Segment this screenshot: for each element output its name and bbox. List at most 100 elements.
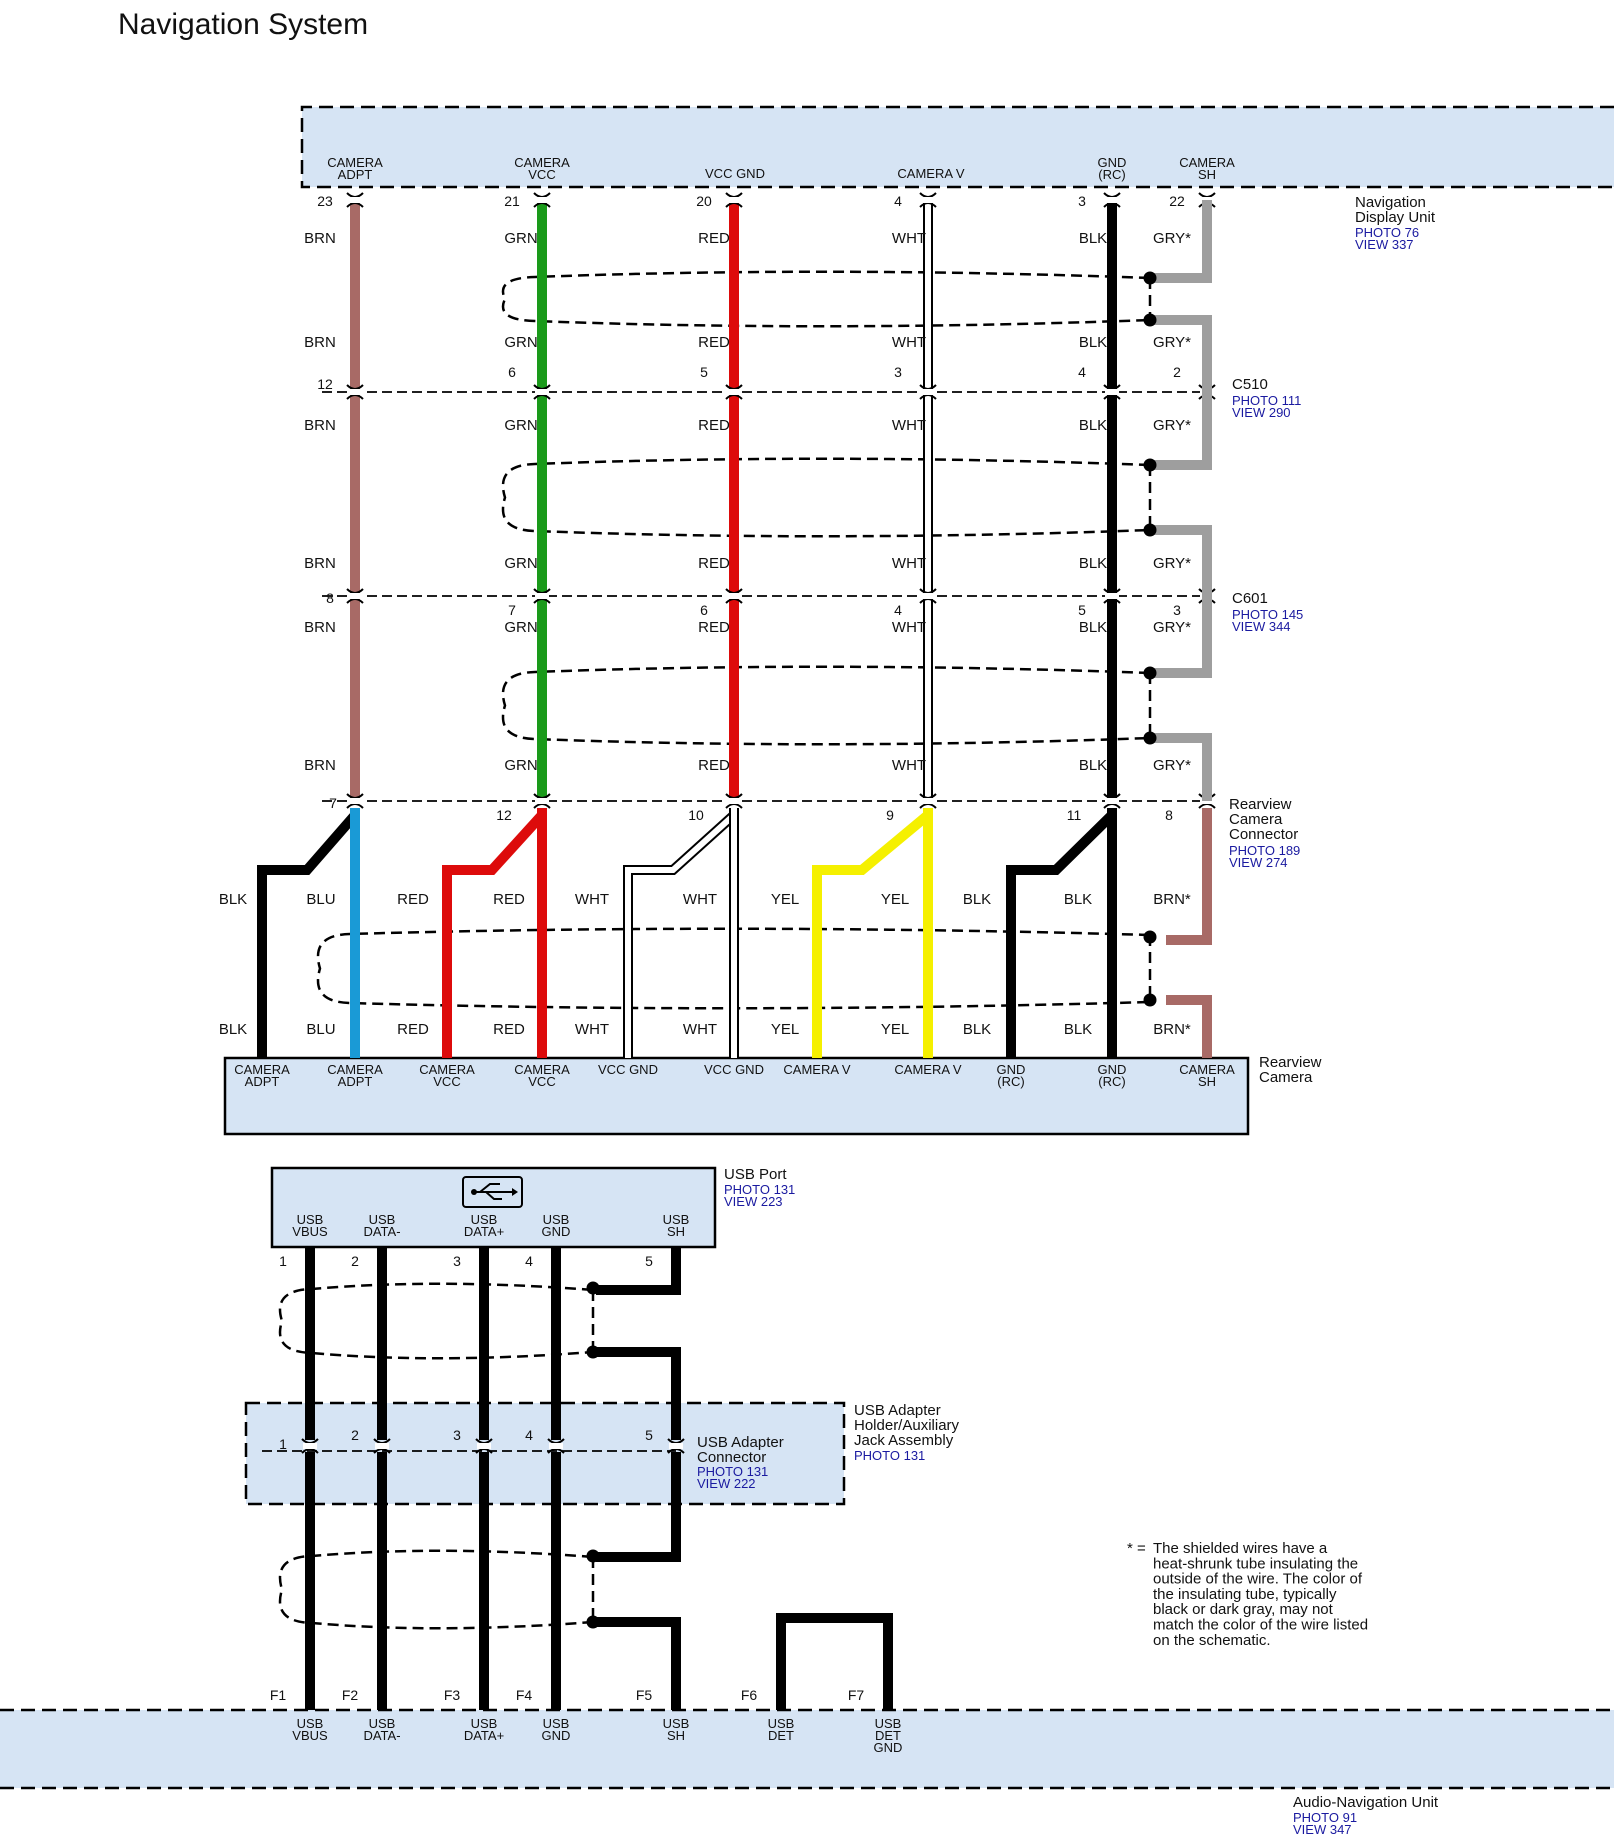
nav-pin-label: GND: [1098, 155, 1127, 170]
wire-color-label: YEL: [771, 1021, 799, 1038]
wire-color-label: GRY*: [1153, 334, 1191, 351]
c510-name: C510: [1232, 376, 1268, 393]
wire-color-label: BLK: [1079, 417, 1107, 434]
wire-branch-blk: [1006, 811, 1116, 1058]
footnote-mark: * =: [1127, 1540, 1146, 1557]
c510-pin-number: 4: [1078, 364, 1086, 380]
wire-color-label: BLK: [963, 891, 991, 908]
usb-adapter-terminal-gap: [549, 1443, 563, 1449]
wire-color-label: GRY*: [1153, 555, 1191, 572]
wire-color-label: BRN: [304, 230, 336, 247]
usb-shield-loop: [278, 1549, 594, 1630]
wire-color-label: GRN: [504, 334, 537, 351]
usb-adapter-pin-number: 3: [453, 1427, 461, 1443]
wire-color-label: BLU: [306, 1021, 335, 1038]
connector-terminal: [919, 803, 937, 809]
usb-port-pin-label: USB: [543, 1212, 570, 1227]
nav-pin-label: SH: [1198, 167, 1216, 182]
connector-terminal-gap: [921, 389, 935, 395]
rear-camera-pin-label: CAMERA: [419, 1062, 475, 1077]
wire-color-label: GRN: [504, 555, 537, 572]
connector-terminal: [725, 803, 743, 809]
audio-nav-pin-number: F3: [444, 1687, 461, 1703]
usb-adapter-terminal-gap: [477, 1443, 491, 1449]
nav-pin-label: CAMERA: [1179, 155, 1235, 170]
connector-terminal-gap: [535, 389, 549, 395]
rear-conn-pin-number: 9: [886, 807, 894, 823]
rear-camera-pin-label: CAMERA: [1179, 1062, 1235, 1077]
rear-conn-view-ref: VIEW 274: [1229, 855, 1288, 870]
rear-conn-photo-ref: PHOTO 189: [1229, 843, 1300, 858]
usb-port-pin-label: VBUS: [292, 1224, 328, 1239]
wire-color-label: RED: [698, 757, 730, 774]
rear-camera-pin-label: VCC: [528, 1074, 555, 1089]
wire-color-label: GRN: [504, 417, 537, 434]
audio-nav-pin-label: SH: [667, 1728, 685, 1743]
wire-color-label: BRN*: [1153, 891, 1191, 908]
audio-nav-pin-label: DET: [875, 1728, 901, 1743]
rear-camera-pin-label: ADPT: [338, 1074, 373, 1089]
usb-port-pin-label: USB: [297, 1212, 324, 1227]
wire-color-label: RED: [493, 891, 525, 908]
wire-color-label: BRN: [304, 757, 336, 774]
wire-usb-sh: [596, 1347, 681, 1440]
usb-port-pin-number: 2: [351, 1253, 359, 1269]
usb-adapter-connector-name: Connector: [697, 1449, 766, 1466]
usb-holder-name: Holder/Auxiliary: [854, 1417, 960, 1434]
wire-color-label: WHT: [892, 230, 926, 247]
wire-gry: [1153, 315, 1212, 392]
wire-color-label: RED: [698, 334, 730, 351]
wire-usb-sh: [596, 1452, 681, 1562]
audio-nav-pin-label: DATA-: [363, 1728, 400, 1743]
audio-navigation-unit-box: [0, 1710, 1614, 1788]
splice-dot: [1143, 930, 1157, 944]
wire-branch-blk: [257, 811, 359, 1058]
wire-color-label: GRY*: [1153, 230, 1191, 247]
shield-loop-rear: [316, 927, 1151, 1010]
rear-camera-pin-label: VCC GND: [704, 1062, 764, 1077]
wire-gry: [1153, 525, 1212, 596]
nav-pin-label: VCC: [528, 167, 555, 182]
wires: [257, 192, 1216, 1710]
usb-adapter-pin-number: 4: [525, 1427, 533, 1443]
usb-shield-loop: [278, 1282, 594, 1360]
rear-conn-pin-number: 10: [688, 807, 704, 823]
connector-terminal-gap: [921, 197, 935, 203]
nav-pin-number: 23: [317, 193, 333, 209]
rear-camera-pin-label: ADPT: [245, 1074, 280, 1089]
wire-color-label: RED: [493, 1021, 525, 1038]
wire-color-label: GRY*: [1153, 619, 1191, 636]
audio-nav-pin-label: GND: [874, 1740, 903, 1755]
rear-camera-pin-label: CAMERA V: [783, 1062, 851, 1077]
usb-port-pin-number: 1: [279, 1253, 287, 1269]
rear-camera-pin-label: (RC): [1098, 1074, 1125, 1089]
rearview-camera-connector-name: Camera: [1229, 811, 1283, 828]
c601-view-ref: VIEW 344: [1232, 619, 1291, 634]
nav-pin-number: 20: [696, 193, 712, 209]
wire-color-label: BLK: [963, 1021, 991, 1038]
nav-pin-number: 3: [1078, 193, 1086, 209]
audio-navigation-unit-name: Audio-Navigation Unit: [1293, 1794, 1439, 1811]
rear-camera-pin-label: VCC: [433, 1074, 460, 1089]
nav-photo-ref: PHOTO 76: [1355, 225, 1419, 240]
splice-dot: [1143, 666, 1157, 680]
c510-pin-number: 12: [317, 376, 333, 392]
footnote-line: outside of the wire. The color of: [1153, 1571, 1363, 1588]
connector-terminal-gap: [348, 593, 362, 599]
footnote-line: the insulating tube, typically: [1153, 1586, 1337, 1603]
rearview-camera-connector-name: Connector: [1229, 826, 1298, 843]
usb-port-name: USB Port: [724, 1166, 787, 1183]
usb-adapter-view-ref: VIEW 222: [697, 1476, 756, 1491]
nav-pin-label: (RC): [1098, 167, 1125, 182]
usb-adapter-pin-number: 2: [351, 1427, 359, 1443]
wire-color-label: BLK: [1064, 1021, 1092, 1038]
usb-adapter-connector-box: [244, 1401, 846, 1506]
rear-camera-pin-label: GND: [997, 1062, 1026, 1077]
rear-conn-pin-number: 7: [329, 795, 337, 811]
wire-color-label: YEL: [771, 891, 799, 908]
wire-color-label: RED: [698, 555, 730, 572]
audio-nav-pin-label: USB: [369, 1716, 396, 1731]
c601-pin-number: 3: [1173, 602, 1181, 618]
audio-nav-pin-label: DATA+: [464, 1728, 504, 1743]
